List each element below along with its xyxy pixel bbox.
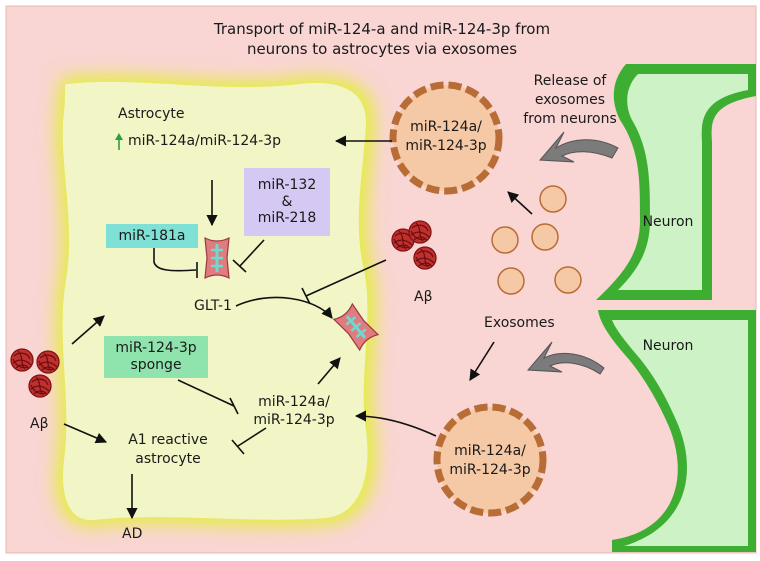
arrow-exosome-bottom-to-mir <box>354 410 437 437</box>
inner-mir-line1: miR-124a/ <box>258 394 330 410</box>
abeta-left-label: Aβ <box>30 416 49 432</box>
arrow-abeta-to-astrocyte <box>71 315 105 345</box>
exosomes-label: Exosomes <box>484 315 555 331</box>
neuron-bottom-label: Neuron <box>642 338 694 354</box>
small-exosome <box>491 226 519 254</box>
mir181a-box: miR-181a <box>106 224 198 248</box>
arrow-mir-to-receptor <box>317 357 341 385</box>
exosome-large-bottom <box>433 403 547 517</box>
mir218-label: miR-218 <box>257 210 317 227</box>
astrocyte-label: Astrocyte <box>118 106 185 122</box>
small-exosome <box>497 267 525 295</box>
exosome-top-text-line2: miR-124-3p <box>405 138 487 154</box>
release-arrow-top <box>538 131 619 163</box>
release-label-line1: Release of <box>533 73 607 89</box>
exosome-large-top <box>389 81 503 195</box>
astrocyte-upregulated-label: miR-124a/miR-124-3p <box>128 133 282 149</box>
ad-label: AD <box>122 526 143 542</box>
small-exosome <box>554 266 582 294</box>
exosome-bottom-text-line2: miR-124-3p <box>449 462 531 478</box>
upregulation-arrow <box>115 133 123 150</box>
a1-label-line2: astrocyte <box>135 451 201 467</box>
exosome-top-text-line1: miR-124a/ <box>410 119 482 135</box>
inhibit-mir132 <box>239 239 265 267</box>
inhibit-a1 <box>237 427 267 447</box>
arrow-glt1-to-receptor <box>235 296 333 319</box>
sponge-label-line2: sponge <box>130 357 182 373</box>
a1-label-line1: A1 reactive <box>128 432 208 448</box>
glt1-receptor-upper <box>204 236 230 280</box>
arrow-small-to-large-top <box>507 191 533 215</box>
small-exosome <box>531 223 559 251</box>
sponge-box: miR-124-3p sponge <box>104 336 208 378</box>
arrows <box>63 135 533 520</box>
glt1-label: GLT-1 <box>194 298 232 314</box>
release-label-line3: from neurons <box>523 111 617 127</box>
mir132-amp: & <box>281 193 293 210</box>
neuron-top-label: Neuron <box>642 214 694 230</box>
arrow-exosomes-to-bottom <box>469 341 495 381</box>
inhibit-sponge <box>177 379 235 407</box>
mir132-label: miR-132 <box>257 176 317 193</box>
glt1-receptor-lower <box>332 302 380 352</box>
exosome-bottom-text-line1: miR-124a/ <box>454 443 526 459</box>
mir181a-label: miR-181a <box>118 227 186 244</box>
small-exosome <box>539 185 567 213</box>
mir132-box: miR-132 & miR-218 <box>244 168 330 236</box>
diagram-title-line1: Transport of miR-124-a and miR-124-3p fr… <box>213 20 551 38</box>
neuron-bottom-inner <box>612 320 748 546</box>
inhibit-mir181a <box>153 248 197 272</box>
neuron-top-inner <box>618 74 748 290</box>
inhibit-abeta-glt1 <box>305 259 387 297</box>
arrow-abeta-to-a1 <box>63 423 108 444</box>
abeta-inner-label: Aβ <box>414 289 433 305</box>
sponge-label-line1: miR-124-3p <box>115 340 197 357</box>
release-label-line2: exosomes <box>534 92 606 108</box>
release-arrow-bottom <box>526 341 605 375</box>
diagram-title-line2: neurons to astrocytes via exosomes <box>246 40 518 58</box>
small-exosomes <box>491 185 582 295</box>
inner-mir-line2: miR-124-3p <box>253 412 335 428</box>
